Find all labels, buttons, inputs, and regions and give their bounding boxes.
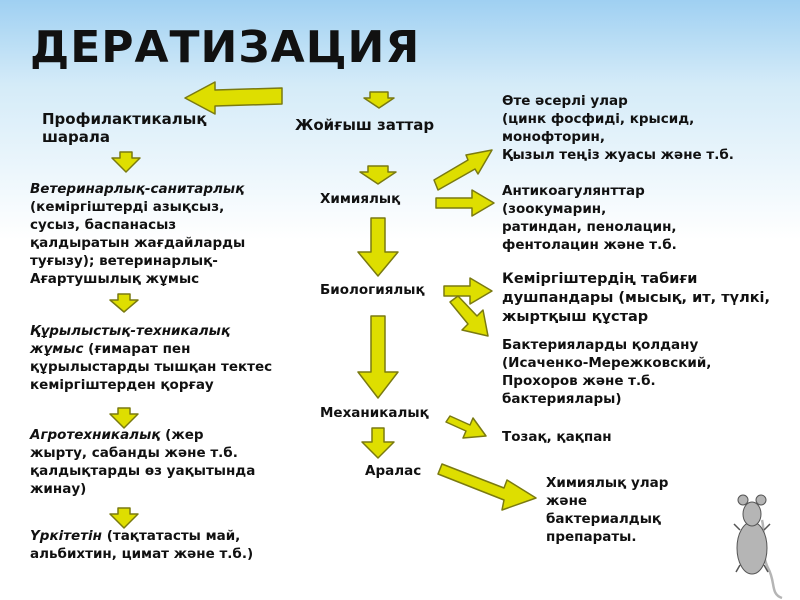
arrow-bio-bacteria bbox=[449, 295, 489, 337]
arrow-mech-traps bbox=[445, 415, 487, 439]
natural-enemies-line: душпандары (мысық, ит, түлкі, bbox=[502, 290, 771, 306]
extermination-header: Жойғыш заттар bbox=[295, 116, 435, 134]
vet-sanitary-block: Ветеринарлық-санитарлық (кеміргіштерді а… bbox=[30, 180, 245, 288]
vet-sanitary-line: (кеміргіштерді азықсыз, bbox=[30, 199, 225, 215]
vet-sanitary-line: Ағартушылық жұмыс bbox=[30, 271, 200, 287]
repellent-line: (тақтатасты май, bbox=[102, 528, 241, 544]
anticoagulants-block: Антикоагулянттар (зоокумарин, ратиндан, … bbox=[502, 182, 677, 254]
strong-poisons-block: Өте әсерлі улар (цинк фосфиді, крысид, м… bbox=[502, 92, 734, 164]
mixed-result-block: Химиялық улар және бактериалдық препарат… bbox=[546, 474, 668, 546]
page-title: ДЕРАТИЗАЦИЯ bbox=[30, 22, 421, 73]
repellent-line: альбихтин, цимат және т.б.) bbox=[30, 546, 254, 562]
construction-line: (ғимарат пен bbox=[83, 341, 191, 357]
arrow-chem-strong bbox=[433, 149, 493, 191]
agro-line: жырту, сабанды және т.б. bbox=[30, 445, 238, 461]
arrow-center-4 bbox=[361, 427, 395, 459]
strong-poisons-line: монофторин, bbox=[502, 129, 605, 145]
strong-poisons-line: Қызыл теңіз жуасы және т.б. bbox=[502, 147, 734, 163]
anticoagulants-line: (зоокумарин, bbox=[502, 201, 607, 217]
arrow-bio-enemies bbox=[443, 277, 493, 305]
natural-enemies-line: Кеміргіштердің табиғи bbox=[502, 271, 698, 287]
strong-poisons-line: Өте әсерлі улар bbox=[502, 93, 628, 109]
vet-sanitary-line: туғызу); ветеринарлық- bbox=[30, 253, 218, 269]
arrow-center-3 bbox=[357, 315, 399, 399]
arrow-to-extermination bbox=[363, 91, 395, 109]
arrow-to-prevention bbox=[184, 81, 283, 115]
construction-lead: жұмыс bbox=[30, 341, 84, 357]
vet-sanitary-line: сусыз, баспанасыз bbox=[30, 217, 177, 233]
arrow-center-1 bbox=[359, 165, 397, 185]
arrow-left-4 bbox=[109, 507, 139, 529]
anticoagulants-line: фентолацин және т.б. bbox=[502, 237, 677, 253]
anticoagulants-line: ратиндан, пенолацин, bbox=[502, 219, 677, 235]
arrow-mixed bbox=[437, 463, 537, 511]
construction-line: кеміргіштерден қорғау bbox=[30, 377, 214, 393]
mechanical-label: Механикалық bbox=[320, 405, 429, 421]
mixed-result-line: бактериалдық bbox=[546, 511, 662, 527]
repellent-lead: Үркітетін bbox=[30, 528, 102, 544]
mixed-result-line: Химиялық улар bbox=[546, 475, 669, 491]
bacteria-line: бактериялары) bbox=[502, 391, 622, 407]
bacteria-line: Прохоров және т.б. bbox=[502, 373, 656, 389]
construction-lead: Құрылыстық-техникалық bbox=[30, 323, 231, 339]
natural-enemies-block: Кеміргіштердің табиғи душпандары (мысық,… bbox=[502, 270, 770, 327]
arrow-chem-anticoag bbox=[435, 189, 495, 217]
arrow-left-2 bbox=[109, 293, 139, 313]
arrow-left-1 bbox=[111, 151, 141, 173]
mouse-icon bbox=[733, 494, 783, 600]
agro-line: (жер bbox=[160, 427, 204, 443]
bacteria-block: Бактерияларды қолдану (Исаченко-Мережков… bbox=[502, 336, 711, 408]
arrow-left-3 bbox=[109, 407, 139, 429]
agro-lead: Агротехникалық bbox=[30, 427, 161, 443]
repellent-block: Үркітетін (тақтатасты май, альбихтин, ци… bbox=[30, 527, 253, 563]
strong-poisons-line: (цинк фосфиді, крысид, bbox=[502, 111, 695, 127]
mixed-result-line: және bbox=[546, 493, 588, 509]
mixed-result-line: препараты. bbox=[546, 529, 637, 545]
construction-line: құрылыстарды тышқан тектес bbox=[30, 359, 273, 375]
prevention-header-line: шарала bbox=[42, 128, 111, 146]
chemical-label: Химиялық bbox=[320, 191, 401, 207]
vet-sanitary-line: қалдыратын жағдайларды bbox=[30, 235, 246, 251]
natural-enemies-line: жыртқыш құстар bbox=[502, 309, 649, 325]
agro-line: жинау) bbox=[30, 481, 87, 497]
anticoagulants-line: Антикоагулянттар bbox=[502, 183, 645, 199]
prevention-header: Профилактикалық шарала bbox=[42, 110, 207, 146]
vet-sanitary-lead: Ветеринарлық-санитарлық bbox=[30, 181, 245, 197]
bacteria-line: Бактерияларды қолдану bbox=[502, 337, 699, 353]
construction-block: Құрылыстық-техникалық жұмыс (ғимарат пен… bbox=[30, 322, 272, 394]
prevention-header-line: Профилактикалық bbox=[42, 110, 207, 128]
bacteria-line: (Исаченко-Мережковский, bbox=[502, 355, 712, 371]
traps-label: Тозақ, қақпан bbox=[502, 429, 612, 445]
biological-label: Биологиялық bbox=[320, 282, 425, 298]
arrow-center-2 bbox=[357, 217, 399, 277]
agro-block: Агротехникалық (жер жырту, сабанды және … bbox=[30, 426, 255, 498]
mixed-label: Аралас bbox=[365, 463, 422, 479]
agro-line: қалдықтарды өз уақытында bbox=[30, 463, 256, 479]
